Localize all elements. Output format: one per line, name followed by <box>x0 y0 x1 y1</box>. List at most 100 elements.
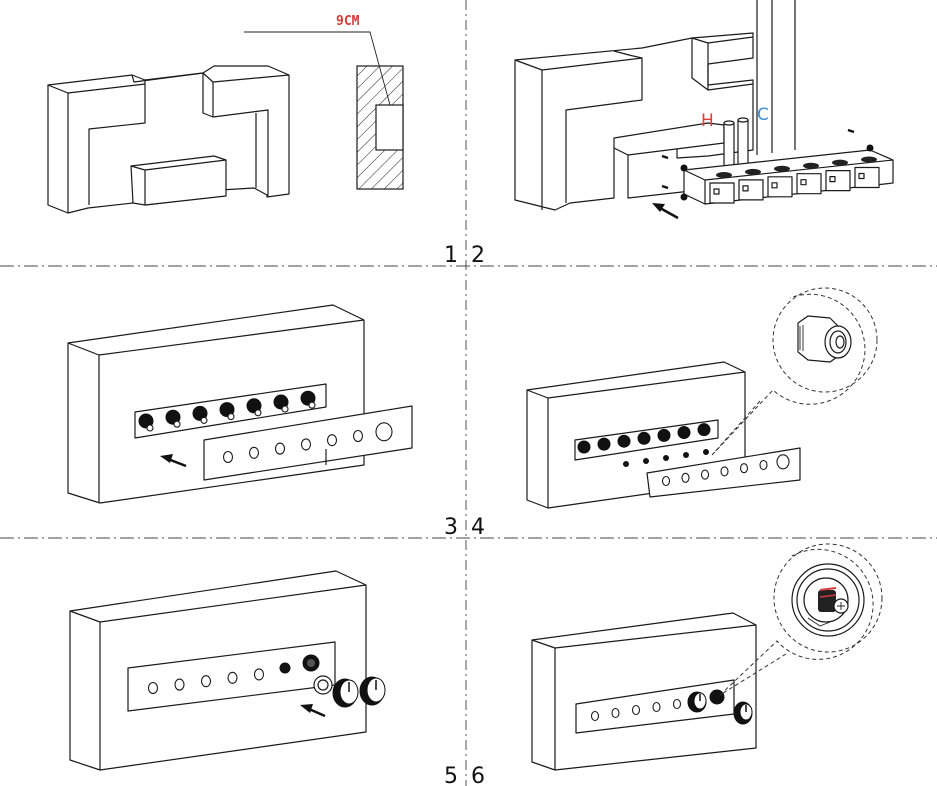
handle-knob-icon <box>733 701 753 725</box>
cover-plate-hole <box>222 450 234 464</box>
valve-clip <box>771 182 778 189</box>
step-2-panel: H C <box>514 0 894 220</box>
outlet-adapters <box>623 449 709 467</box>
adapter-dot <box>623 461 629 467</box>
valve-fitting <box>173 420 181 428</box>
screw <box>661 154 669 160</box>
cover-plate-hole <box>611 707 620 719</box>
valve-port <box>803 162 819 169</box>
step-4-panel <box>526 287 878 509</box>
cover-plate-hole <box>759 459 768 471</box>
hot-pipe-label: H <box>701 111 714 131</box>
step-6-panel <box>531 543 883 771</box>
screw <box>847 128 855 134</box>
cover-plate-hole <box>352 429 364 443</box>
valve-port <box>832 159 848 166</box>
adapter-fitting-icon <box>797 315 852 363</box>
cover-plate <box>203 405 413 481</box>
valve-cartridge <box>677 426 691 439</box>
cover-plate-hole <box>739 463 749 474</box>
pipes: H C <box>701 0 796 169</box>
knob-detail-callout <box>719 543 883 696</box>
valve-cartridge <box>617 434 631 448</box>
valve-port <box>861 156 877 163</box>
cover-plate-hole <box>300 438 312 451</box>
cover-plate-hole <box>661 475 671 487</box>
cover-plate-hole <box>681 472 690 483</box>
cold-pipe-label: C <box>757 105 769 125</box>
step-label-5: 5 <box>444 764 458 786</box>
step-label-4: 4 <box>471 515 485 540</box>
step-label-6: 6 <box>471 764 485 786</box>
cover-plate <box>646 447 801 498</box>
valve-fitting <box>281 405 289 413</box>
valve-fitting <box>254 409 262 417</box>
valve-cartridge <box>577 440 591 454</box>
adapter-dot <box>643 458 649 464</box>
wall-recess-drawing <box>47 65 290 214</box>
valve-cartridge <box>697 423 711 437</box>
attach-arrow-icon <box>160 454 187 468</box>
cover-plate-hole <box>720 466 729 477</box>
step-3-panel <box>67 304 413 504</box>
valve-cartridge <box>637 431 651 445</box>
valve-module <box>825 170 851 192</box>
valve-clip <box>713 188 720 195</box>
thermostat-cartridge-icon <box>791 563 865 637</box>
valve-fitting <box>200 416 208 424</box>
cover-plate-hole <box>652 701 661 713</box>
valve-port <box>716 172 732 178</box>
valve-cartridge <box>597 437 611 451</box>
valve-fitting <box>227 413 235 421</box>
cover-plate-hole <box>200 675 212 688</box>
valve-outlet-strip <box>134 383 327 439</box>
step-label-1: 1 <box>444 243 458 268</box>
cover-plate-hole <box>326 434 338 447</box>
cover-plate-hole <box>174 678 185 691</box>
diverter-stem <box>279 662 291 674</box>
wall-section-view <box>356 65 404 190</box>
step-label-3: 3 <box>444 515 458 540</box>
screw <box>661 184 669 190</box>
cover-plate-hole <box>253 668 265 681</box>
valve-fitting <box>146 424 154 432</box>
cover-plate-hole <box>776 454 790 470</box>
cover-plate-hole <box>672 698 682 710</box>
handle-knob-icon <box>359 676 386 706</box>
valve-outlet-strip <box>574 419 719 461</box>
depth-label: 9CM <box>336 14 360 29</box>
valve-clip <box>858 172 865 180</box>
cover-plate-hole <box>147 681 159 695</box>
valve-clip <box>829 176 836 183</box>
handle-knob-icon <box>332 678 359 708</box>
cover-plate-hole <box>700 469 710 480</box>
step-5-panel <box>69 570 386 771</box>
valve-clip <box>742 185 749 192</box>
valve-module <box>854 166 880 189</box>
valve-cartridge <box>657 428 671 442</box>
handle-knob-icon <box>687 691 707 713</box>
valve-module <box>738 179 764 201</box>
cover-plate-hole <box>631 704 641 716</box>
valve-module <box>796 173 822 195</box>
insert-arrow-icon <box>652 203 679 220</box>
cover-plate-hole <box>590 710 600 722</box>
step-1-panel: 9CM <box>47 14 404 214</box>
step-label-2: 2 <box>471 243 485 268</box>
depth-dimension: 9CM <box>244 14 391 106</box>
cover-plate-hole <box>375 422 393 442</box>
valve-port <box>745 168 761 175</box>
adapter-dot <box>683 452 689 458</box>
valve-module <box>767 176 793 198</box>
attach-arrow-icon <box>300 704 326 718</box>
valve-clip <box>800 179 807 186</box>
trim-ring <box>313 675 333 695</box>
diverter-knob <box>709 689 725 705</box>
valve-fitting <box>308 401 316 409</box>
cover-plate-hole <box>274 442 286 455</box>
valve-port <box>774 165 790 172</box>
adapter-dot <box>663 455 669 461</box>
valve-module <box>709 182 735 204</box>
adapter-detail-callout <box>711 287 878 456</box>
